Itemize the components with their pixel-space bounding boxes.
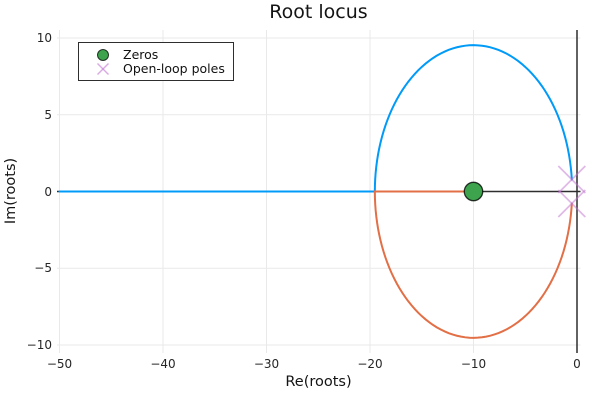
pole-marker	[557, 189, 586, 218]
x-tick-label: −20	[357, 357, 383, 371]
zero-marker	[463, 181, 484, 202]
chart-title: Root locus	[269, 1, 368, 23]
y-tick-label: −10	[26, 338, 52, 352]
x-tick-label: −50	[46, 357, 73, 371]
y-tick-label: 10	[36, 31, 52, 45]
locus-branch-2	[373, 190, 573, 339]
pole-marker	[557, 165, 586, 194]
y-tick-label: 5	[44, 107, 52, 122]
x-marker-icon	[97, 62, 109, 75]
x-tick-label: −30	[253, 357, 280, 371]
pole-markers	[557, 165, 586, 218]
circle-marker-icon	[97, 48, 109, 61]
zero-markers	[463, 181, 484, 202]
legend-item-label: Zeros	[123, 47, 159, 62]
legend-item-poles: Open-loop poles	[95, 61, 233, 76]
x-tick-label: −40	[150, 357, 176, 371]
y-tick-label: −5	[34, 261, 52, 276]
x-tick-label: 0	[573, 357, 581, 371]
x-axis-label: Re(roots)	[285, 374, 352, 390]
y-axis-label: Im(roots)	[3, 157, 19, 225]
x-tick-label: −10	[460, 357, 487, 371]
legend-item-zeros: Zeros	[95, 47, 233, 62]
legend-item-label: Open-loop poles	[123, 61, 225, 76]
locus-branch-1	[58, 44, 573, 193]
legend: Zeros Open-loop poles	[78, 42, 234, 81]
y-tick-label: 0	[44, 184, 52, 199]
